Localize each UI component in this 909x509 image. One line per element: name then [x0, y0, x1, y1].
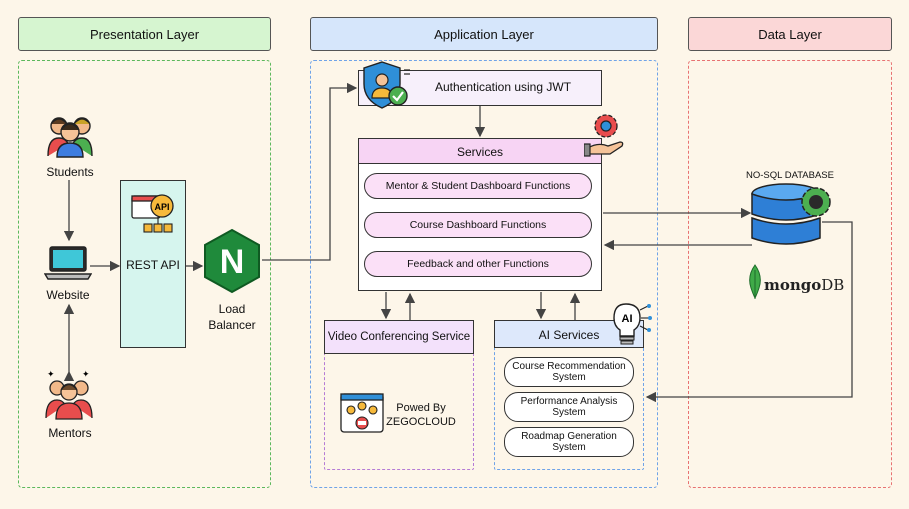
rest-api-label: REST API — [126, 258, 180, 272]
powered-by-line1: Powed By — [396, 402, 446, 414]
application-layer-header: Application Layer — [310, 17, 658, 51]
service-gear-hand-icon — [584, 114, 624, 157]
mentors-icon: ✦ ✦ — [45, 370, 93, 420]
db-label: NO-SQL DATABASE — [746, 170, 834, 181]
video-service-header — [324, 320, 474, 354]
ai-item-line2: System — [552, 442, 586, 453]
ai-item-line1: Performance Analysis — [520, 396, 618, 407]
auth-label: Authentication using JWT — [434, 80, 572, 94]
svg-text:✦: ✦ — [82, 370, 90, 380]
students-icon — [47, 117, 93, 158]
load-balancer-label-2: Balancer — [208, 318, 256, 332]
ai-item-line1: Roadmap Generation — [521, 431, 617, 442]
zegocloud-icon — [340, 393, 384, 433]
website-label: Website — [46, 288, 90, 302]
ai-services-title: AI Services — [538, 328, 600, 342]
mongodb-leaf-icon — [749, 264, 761, 300]
nginx-icon: N — [204, 228, 260, 294]
mongodb-logo-text: mongoDB — [764, 276, 844, 294]
presentation-layer-header: Presentation Layer — [18, 17, 271, 51]
laptop-icon — [44, 246, 92, 280]
application-layer-title: Application Layer — [434, 26, 534, 42]
nginx-letter: N — [220, 243, 245, 281]
mentors-label: Mentors — [48, 426, 92, 440]
ai-item-line2: System — [552, 407, 586, 418]
services-title: Services — [456, 145, 503, 159]
shield-user-icon — [363, 61, 410, 109]
svg-text:✦: ✦ — [47, 370, 55, 380]
services-header — [358, 138, 602, 164]
database-icon — [751, 183, 831, 245]
presentation-layer-title: Presentation Layer — [89, 26, 200, 42]
ai-item-line2: System — [552, 372, 586, 383]
ai-bulb-icon: AI — [613, 303, 652, 345]
powered-by-line2: ZEGOCLOUD — [386, 416, 456, 428]
ai-item: Course Recommendation System — [504, 357, 634, 387]
data-layer-container — [688, 60, 892, 488]
ai-item-line1: Course Recommendation — [512, 361, 626, 372]
mongodb-text-a: mongo — [764, 276, 822, 294]
api-badge-text: API — [154, 202, 169, 212]
application-layer-container — [310, 60, 658, 488]
service-item: Mentor & Student Dashboard Functions — [364, 173, 592, 199]
video-service-label: Video Conferencing Service — [327, 331, 471, 343]
edge-nginx-auth — [262, 82, 358, 261]
api-icon: API — [131, 194, 174, 233]
service-item: Course Dashboard Functions — [364, 212, 592, 238]
edge-db-ai — [645, 221, 853, 403]
ai-item: Performance Analysis System — [504, 392, 634, 422]
mongodb-text-b: DB — [821, 276, 845, 294]
ai-badge-text: AI — [622, 313, 633, 325]
ai-item: Roadmap Generation System — [504, 427, 634, 457]
students-label: Students — [46, 165, 94, 179]
data-layer-header: Data Layer — [688, 17, 892, 51]
service-item: Feedback and other Functions — [364, 251, 592, 277]
data-layer-title: Data Layer — [758, 26, 822, 42]
presentation-layer-container — [18, 60, 271, 488]
load-balancer-label-1: Load — [218, 302, 246, 316]
